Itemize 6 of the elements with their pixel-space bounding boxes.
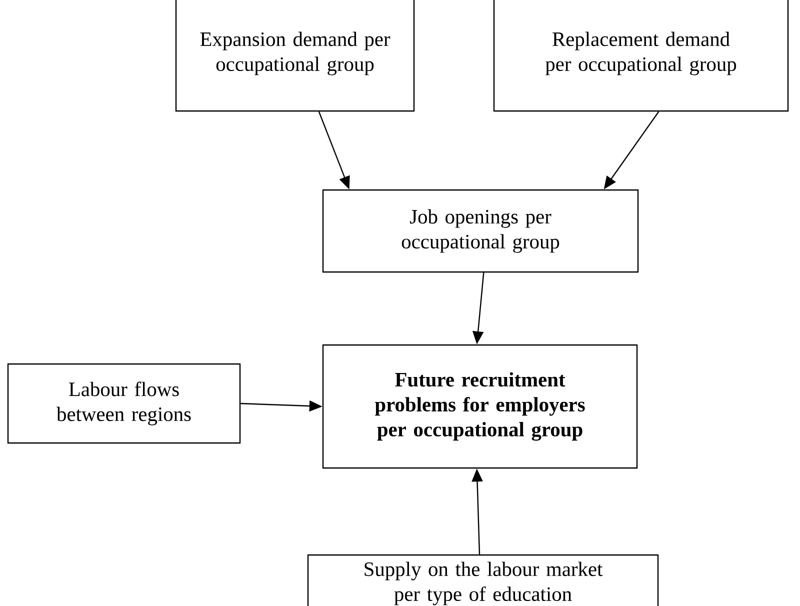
text-box: Future recruitment problems for employers per occupational group xyxy=(322,344,638,469)
text-box: Labour flows between regions xyxy=(7,363,241,444)
text-box: Supply on the labour market per type of education xyxy=(307,554,659,606)
text-box: Job openings per occupational group xyxy=(322,189,639,273)
text-box: Replacement demand per occupational group xyxy=(493,0,789,112)
text-box: Expansion demand per occupational group xyxy=(175,0,415,112)
